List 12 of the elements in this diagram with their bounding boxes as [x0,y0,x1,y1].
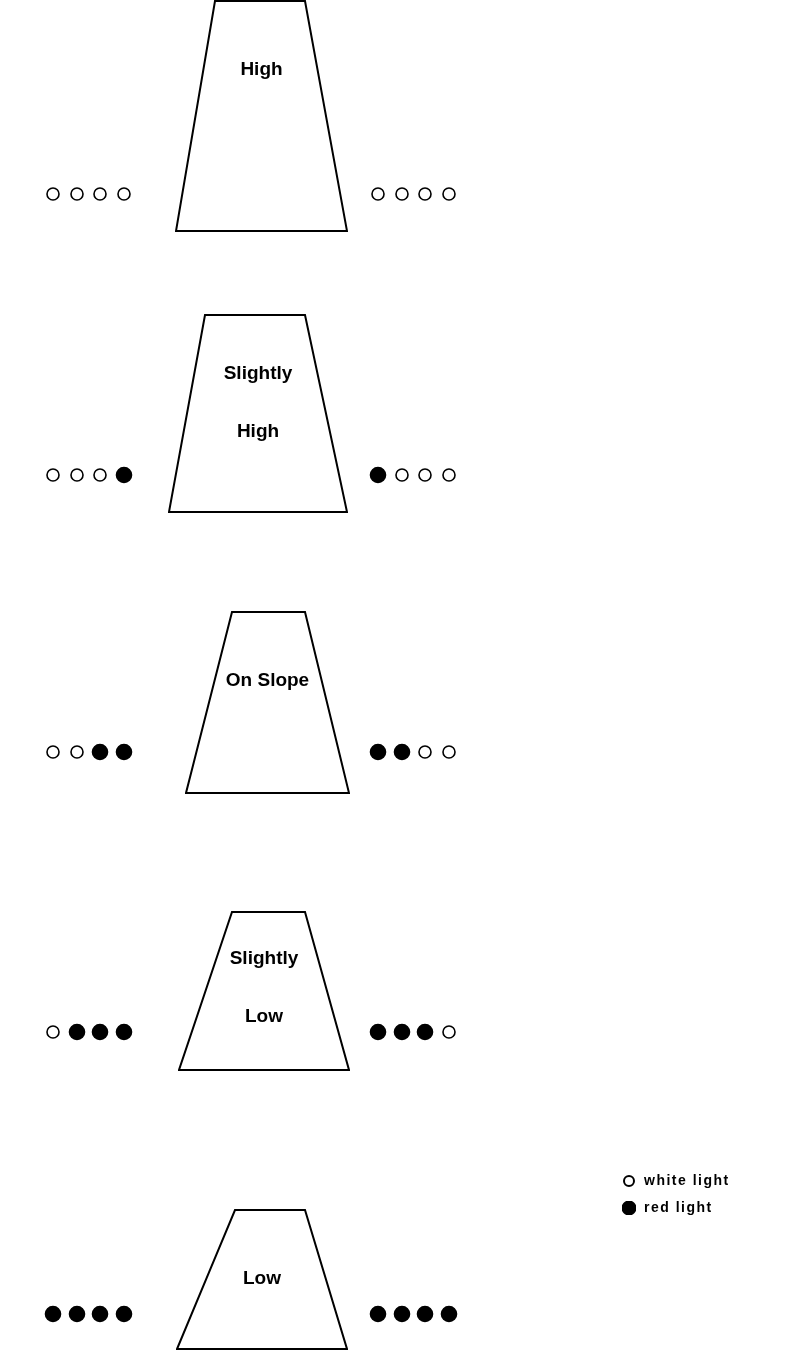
trapezoid-shape [185,611,350,794]
legend-label: red light [644,1198,713,1217]
glide-slope-label: Slightly High [223,361,293,443]
trapezoid-shape [175,0,348,232]
trapezoid-shape [168,314,348,513]
glide-slope-label: Low [242,1266,282,1290]
legend-label: white light [644,1171,730,1190]
trapezoid-shape [178,911,350,1071]
glide-slope-label: High [239,57,284,81]
glide-slope-label: Slightly Low [229,946,299,1028]
trapezoid-shape [176,1209,348,1350]
glide-slope-label: On Slope [224,668,311,692]
